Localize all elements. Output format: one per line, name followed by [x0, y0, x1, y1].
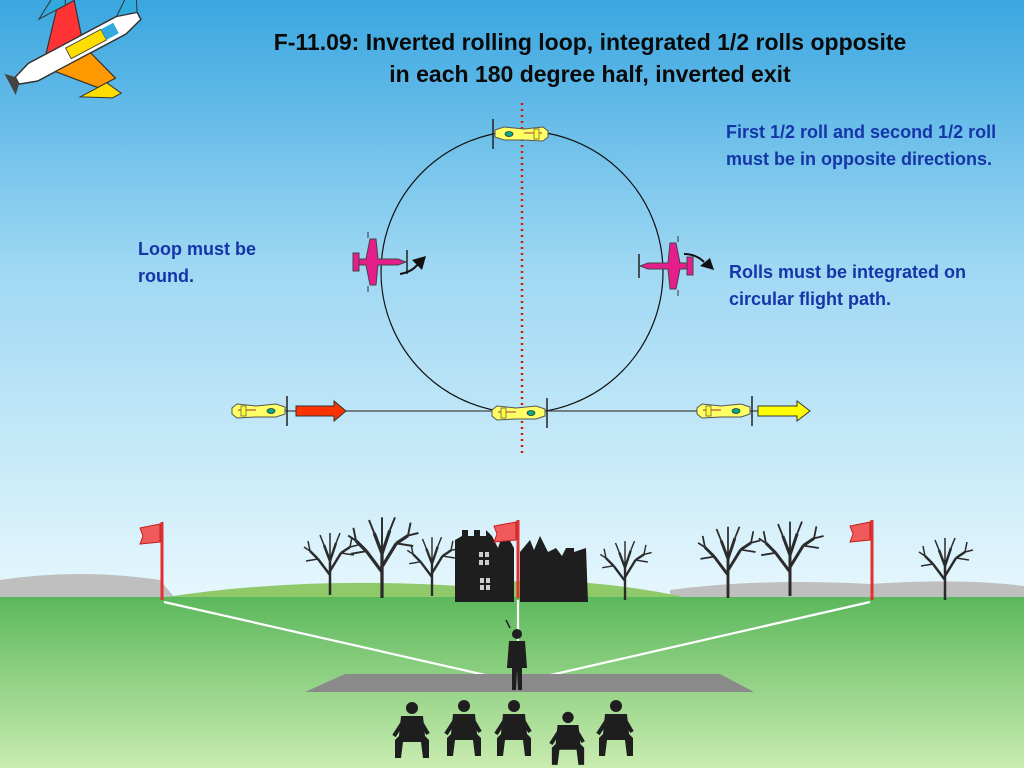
runway	[305, 674, 754, 692]
roll-arrow-icon	[399, 256, 426, 275]
note-opposite-directions: First 1/2 roll and second 1/2 roll must …	[726, 122, 997, 169]
note-loop-round: Loop must be round.	[138, 239, 256, 286]
flag-icon	[493, 521, 517, 543]
sky	[0, 0, 1024, 598]
flag-left	[139, 522, 164, 600]
pilot-icon	[505, 619, 527, 690]
flag-center	[493, 520, 520, 598]
page-title: F-11.09: Inverted rolling loop, integrat…	[160, 26, 1020, 90]
title-line-1: F-11.09: Inverted rolling loop, integrat…	[273, 29, 907, 55]
flag-right	[849, 520, 874, 600]
logo-airplane-icon	[4, 0, 142, 99]
roll-arrow-icon	[683, 253, 714, 270]
hill-left	[0, 574, 175, 598]
flag-icon	[849, 521, 871, 543]
castle-ruin-icon	[455, 530, 588, 602]
exit-arrow	[757, 399, 811, 423]
title-line-2: in each 180 degree half, inverted exit	[389, 61, 791, 87]
hill-right	[670, 581, 1024, 600]
note-integrated-rolls: Rolls must be integrated on circular fli…	[729, 262, 967, 309]
entry-arrow	[295, 399, 347, 423]
flag-icon	[139, 523, 161, 545]
